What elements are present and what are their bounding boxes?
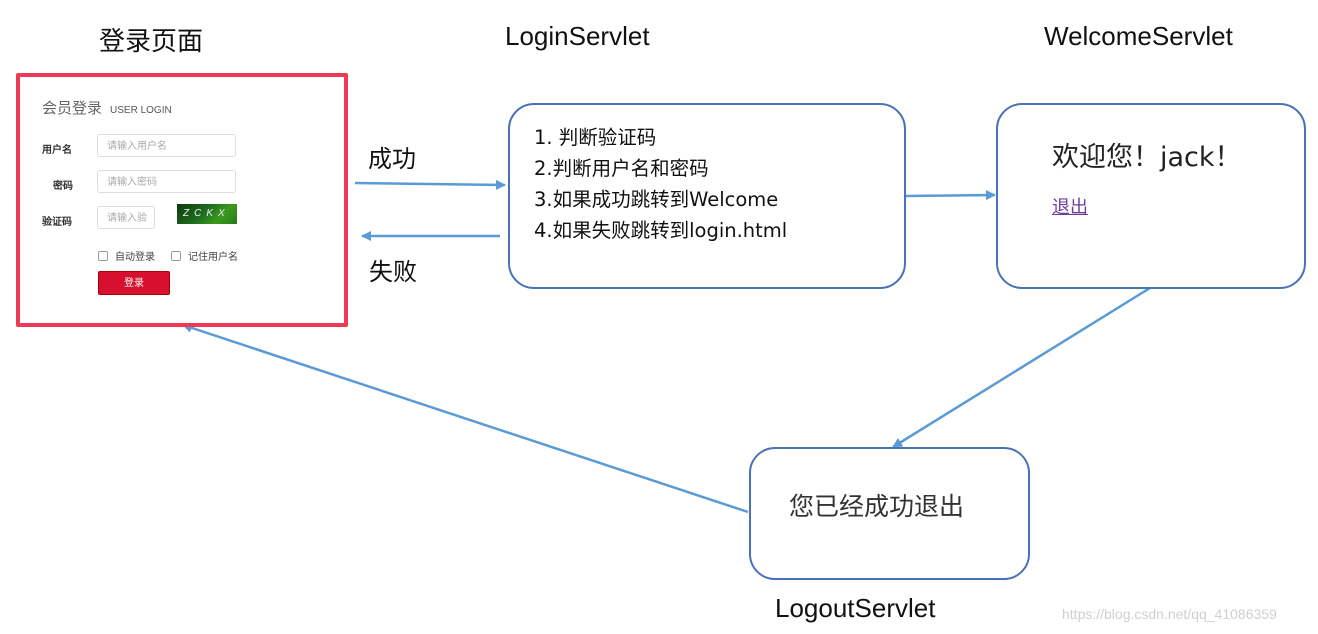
back-to-login-arrow [182, 323, 749, 514]
remember-username-checkbox[interactable]: 记住用户名 [171, 248, 238, 263]
login-servlet-box: 1. 判断验证码 2.判断用户名和密码 3.如果成功跳转到Welcome 4.如… [508, 103, 906, 289]
checkbox-icon [98, 250, 108, 261]
logout-servlet-heading: LogoutServlet [775, 593, 936, 623]
username-input[interactable]: 请输入用户名 [97, 134, 236, 157]
captcha-image[interactable]: ZCKX [177, 204, 237, 224]
welcome-servlet-box: 欢迎您！jack！ 退出 [996, 103, 1306, 289]
to-welcome-arrow [904, 190, 996, 201]
login-form-title-text: 会员登录 [42, 99, 103, 117]
login-form-title: 会员登录 USER LOGIN [42, 97, 172, 118]
logout-link[interactable]: 退出 [1052, 197, 1088, 218]
login-form-subtitle: USER LOGIN [110, 105, 172, 116]
captcha-label: 验证码 [42, 217, 72, 228]
login-servlet-heading: LoginServlet [505, 21, 650, 51]
captcha-input[interactable]: 请输入验 [97, 206, 155, 229]
welcome-message: 欢迎您！jack！ [1052, 142, 1242, 173]
welcome-servlet-heading: WelcomeServlet [1044, 21, 1233, 51]
step-3: 3.如果成功跳转到Welcome [534, 188, 779, 211]
to-logout-arrow [892, 286, 1151, 449]
step-4: 4.如果失败跳转到login.html [534, 219, 788, 242]
logout-servlet-box: 您已经成功退出 [749, 447, 1030, 580]
login-page-panel: 会员登录 USER LOGIN 用户名 请输入用户名 密码 请输入密码 验证码 请… [16, 73, 348, 327]
password-label: 密码 [53, 181, 73, 192]
auto-login-checkbox[interactable]: 自动登录 [98, 248, 155, 263]
checkbox-icon [171, 250, 181, 261]
remember-username-label: 记住用户名 [188, 252, 238, 263]
failure-label: 失败 [369, 258, 417, 286]
login-servlet-steps: 1. 判断验证码 2.判断用户名和密码 3.如果成功跳转到Welcome 4.如… [534, 122, 787, 246]
login-button[interactable]: 登录 [98, 271, 170, 295]
password-input[interactable]: 请输入密码 [97, 170, 236, 193]
success-label: 成功 [368, 145, 416, 173]
watermark: https://blog.csdn.net/qq_41086359 [1062, 606, 1277, 622]
logout-message: 您已经成功退出 [789, 492, 965, 521]
login-page-heading: 登录页面 [99, 27, 204, 57]
step-2: 2.判断用户名和密码 [534, 157, 709, 180]
auto-login-label: 自动登录 [115, 252, 155, 263]
username-label: 用户名 [42, 145, 72, 156]
step-1: 1. 判断验证码 [534, 126, 657, 149]
success-arrow [354, 179, 506, 190]
